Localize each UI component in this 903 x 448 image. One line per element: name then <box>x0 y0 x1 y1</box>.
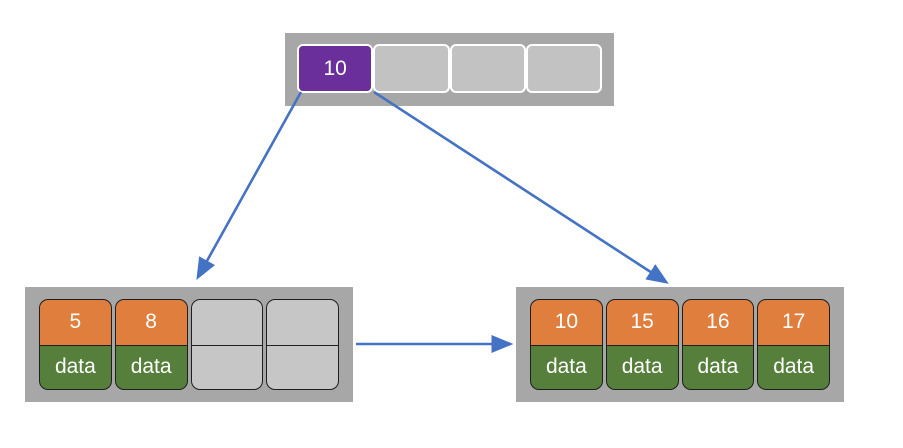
leaf-data-cell: data <box>681 344 755 390</box>
leaf-data-cell <box>266 344 339 390</box>
root-to-left-leaf-arrow <box>196 91 303 280</box>
leaf-entry: 15 data <box>605 299 679 390</box>
leaf-entry: 10 data <box>530 299 603 390</box>
leaf-key-cell: 16 <box>681 299 755 345</box>
leaf-empty-entry <box>190 299 264 390</box>
root-empty-cell <box>373 44 450 93</box>
leaf-data-cell: data <box>39 344 112 390</box>
leaf-key-cell: 17 <box>757 299 830 345</box>
leaf-entry: 5 data <box>39 299 112 390</box>
leaf-empty-entry <box>266 299 339 390</box>
leaf-data-cell: data <box>605 344 679 390</box>
leaf-key-cell <box>266 299 339 345</box>
leaf-entry: 17 data <box>757 299 830 390</box>
right-leaf-node: 10 data 15 data 16 data 17 data <box>516 287 844 402</box>
leaf-data-cell: data <box>757 344 830 390</box>
leaf-key-cell: 5 <box>39 299 112 345</box>
leaf-data-cell <box>190 344 264 390</box>
leaf-key-cell: 10 <box>530 299 603 345</box>
root-node: 10 <box>285 33 614 106</box>
leaf-key-cell <box>190 299 264 345</box>
leaf-data-cell: data <box>530 344 603 390</box>
root-key-cell: 10 <box>297 44 374 93</box>
leaf-key-cell: 8 <box>114 299 188 345</box>
root-empty-cell <box>449 44 526 93</box>
leaf-entry: 16 data <box>681 299 755 390</box>
leaf-entry: 8 data <box>114 299 188 390</box>
leaf-key-cell: 15 <box>605 299 679 345</box>
root-empty-cell <box>525 44 602 93</box>
root-to-right-leaf-arrow <box>373 90 669 284</box>
left-leaf-node: 5 data 8 data <box>25 287 353 402</box>
leaf-data-cell: data <box>114 344 188 390</box>
